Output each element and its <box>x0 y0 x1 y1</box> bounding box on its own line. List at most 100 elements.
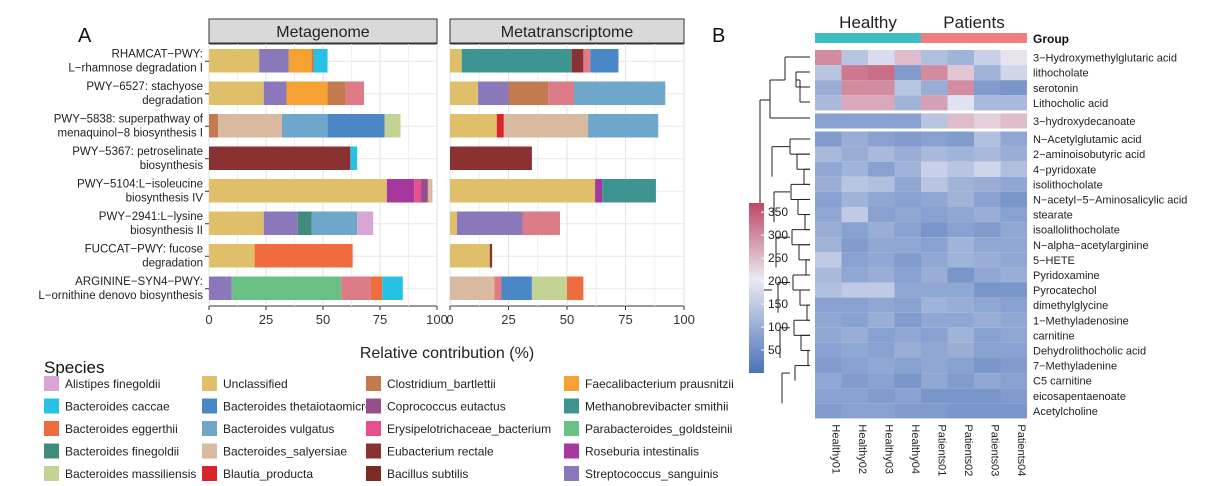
column-label: Patients03 <box>988 424 1000 476</box>
heatmap-cell <box>921 237 948 253</box>
heatmap-cell <box>894 65 921 81</box>
row-label: Pyrocatechol <box>1033 285 1097 297</box>
bar-segment <box>357 211 374 235</box>
column-label: Healthy03 <box>882 424 894 474</box>
heatmap-cell <box>1000 95 1027 111</box>
panel-b-label: B <box>712 25 725 47</box>
legend-title: Species <box>44 358 104 377</box>
x-tick-label: 0 <box>446 312 453 327</box>
heatmap-cell <box>921 80 948 96</box>
heatmap-cell <box>947 327 974 343</box>
heatmap-cell <box>841 95 868 111</box>
heatmap-cell <box>1000 50 1027 66</box>
heatmap-cell <box>815 342 842 358</box>
bar-segment <box>503 114 589 138</box>
legend-swatch <box>202 466 217 481</box>
heatmap-cell <box>1000 65 1027 81</box>
heatmap-cell <box>1000 207 1027 223</box>
x-tick-label: 25 <box>501 312 515 327</box>
heatmap-cell <box>1000 237 1027 253</box>
heatmap-cell <box>815 388 842 404</box>
heatmap-cell <box>921 191 948 207</box>
heatmap-cell <box>974 297 1001 313</box>
heatmap-cell <box>974 267 1001 283</box>
colorbar-tick-label: 300 <box>768 228 788 242</box>
heatmap-cell <box>1000 282 1027 298</box>
heatmap-cell <box>1000 80 1027 96</box>
bar-segment <box>209 114 219 138</box>
heatmap-cell <box>974 131 1001 147</box>
row-label: isolithocholate <box>1033 179 1103 191</box>
row-label: carnitine <box>1033 330 1075 342</box>
group-annotation-label: Group <box>1033 32 1069 46</box>
legend-swatch <box>44 376 59 391</box>
y-category-label: PWY−6527: stachyose <box>86 81 203 93</box>
heatmap-cell <box>921 312 948 328</box>
heatmap-cell <box>841 222 868 238</box>
heatmap-cell <box>1000 327 1027 343</box>
heatmap-cell <box>974 222 1001 238</box>
y-category-label: L−rhamnose degradation I <box>68 62 203 74</box>
heatmap-cell <box>894 113 921 129</box>
heatmap-cell <box>921 176 948 192</box>
y-category-label: L−ornithine denovo biosynthesis <box>38 290 203 302</box>
column-label: Healthy01 <box>829 424 841 474</box>
heatmap-cell <box>921 403 948 419</box>
heatmap-cell <box>868 327 895 343</box>
row-label: 5−HETE <box>1033 255 1075 267</box>
heatmap-cell <box>974 113 1001 129</box>
colorbar-tick-label: 200 <box>768 274 788 288</box>
bar-segment <box>263 81 287 105</box>
heatmap-cell <box>947 267 974 283</box>
column-label: Healthy02 <box>856 424 868 474</box>
heatmap-cell <box>921 113 948 129</box>
bar-segment <box>209 211 264 235</box>
heatmap-cell <box>894 146 921 162</box>
heatmap-cell <box>868 207 895 223</box>
heatmap-cell <box>947 237 974 253</box>
heatmap-cell <box>841 191 868 207</box>
row-label: lithocholate <box>1033 68 1089 80</box>
bar-segment <box>209 81 264 105</box>
colorbar-tick-label: 150 <box>768 297 788 311</box>
x-tick-label: 25 <box>259 312 273 327</box>
y-category-label: degradation <box>142 257 203 269</box>
heatmap-cell <box>974 65 1001 81</box>
heatmap-cell <box>974 80 1001 96</box>
bar-segment <box>313 49 328 73</box>
colorbar-tick-label: 100 <box>768 320 788 334</box>
heatmap-cell <box>974 207 1001 223</box>
heatmap-cell <box>947 373 974 389</box>
bar-segment <box>496 114 504 138</box>
column-label: Patients01 <box>935 424 947 476</box>
heatmap-cell <box>921 342 948 358</box>
heatmap-cell <box>841 161 868 177</box>
bar-segment <box>574 81 666 105</box>
heatmap-cell <box>815 50 842 66</box>
heatmap-cell <box>974 161 1001 177</box>
y-category-label: PWY−5104:L−isoleucine <box>77 178 203 190</box>
legend-label: Faecalibacterium prausnitzii <box>585 377 734 391</box>
row-label: C5 carnitine <box>1033 376 1092 388</box>
heatmap-cell <box>868 50 895 66</box>
bar-segment <box>297 211 312 235</box>
bar-segment <box>450 211 458 235</box>
bar-segment <box>218 114 282 138</box>
heatmap-cell <box>894 237 921 253</box>
legend-label: Erysipelotrichaceae_bacterium <box>387 422 551 436</box>
heatmap-cell <box>868 282 895 298</box>
bar-segment <box>450 179 596 203</box>
row-label: Pyridoxamine <box>1033 270 1100 282</box>
row-label: 3−hydroxydecanoate <box>1033 116 1135 128</box>
bar-segment <box>522 211 560 235</box>
colorbar-tick-label: 250 <box>768 251 788 265</box>
row-label: dimethylglycine <box>1033 300 1108 312</box>
heatmap-cell <box>894 176 921 192</box>
heatmap-cell <box>921 267 948 283</box>
heatmap-cell <box>974 358 1001 374</box>
heatmap-cell <box>815 373 842 389</box>
heatmap-cell <box>921 358 948 374</box>
bar-segment <box>382 276 403 300</box>
heatmap-cell <box>974 176 1001 192</box>
y-category-label: PWY−5838: superpathway of <box>54 113 204 125</box>
